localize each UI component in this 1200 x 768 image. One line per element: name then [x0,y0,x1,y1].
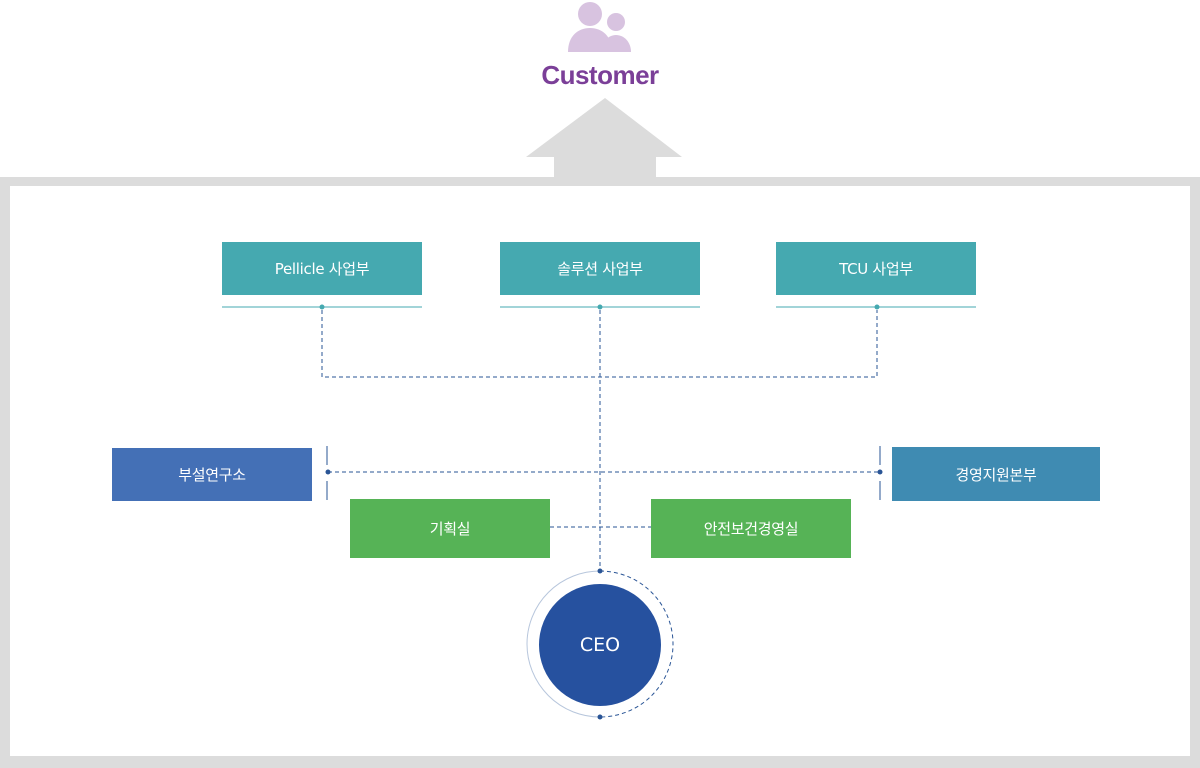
division-label: TCU 사업부 [839,260,913,278]
division-label: Pellicle 사업부 [274,260,370,278]
research-lab-label: 부설연구소 [178,466,246,484]
division-label: 솔루션 사업부 [557,260,643,278]
division-pellicle: Pellicle 사업부 [222,242,422,295]
ceo-label: CEO [579,634,621,656]
management-support-label: 경영지원본부 [955,465,1037,484]
research-lab-box: 부설연구소 [112,448,312,501]
safety-office-label: 안전보건경영실 [703,520,799,538]
division-tcu: TCU 사업부 [776,242,976,295]
planning-office-label: 기획실 [429,520,471,538]
planning-office-box: 기획실 [350,499,550,558]
ceo-node: CEO [539,584,661,706]
up-arrow-icon [526,98,682,180]
division-solution: 솔루션 사업부 [500,242,700,295]
management-support-box: 경영지원본부 [892,447,1100,501]
customer-label: Customer [541,60,659,90]
safety-office-box: 안전보건경영실 [651,499,851,558]
customers-icon [568,2,631,52]
